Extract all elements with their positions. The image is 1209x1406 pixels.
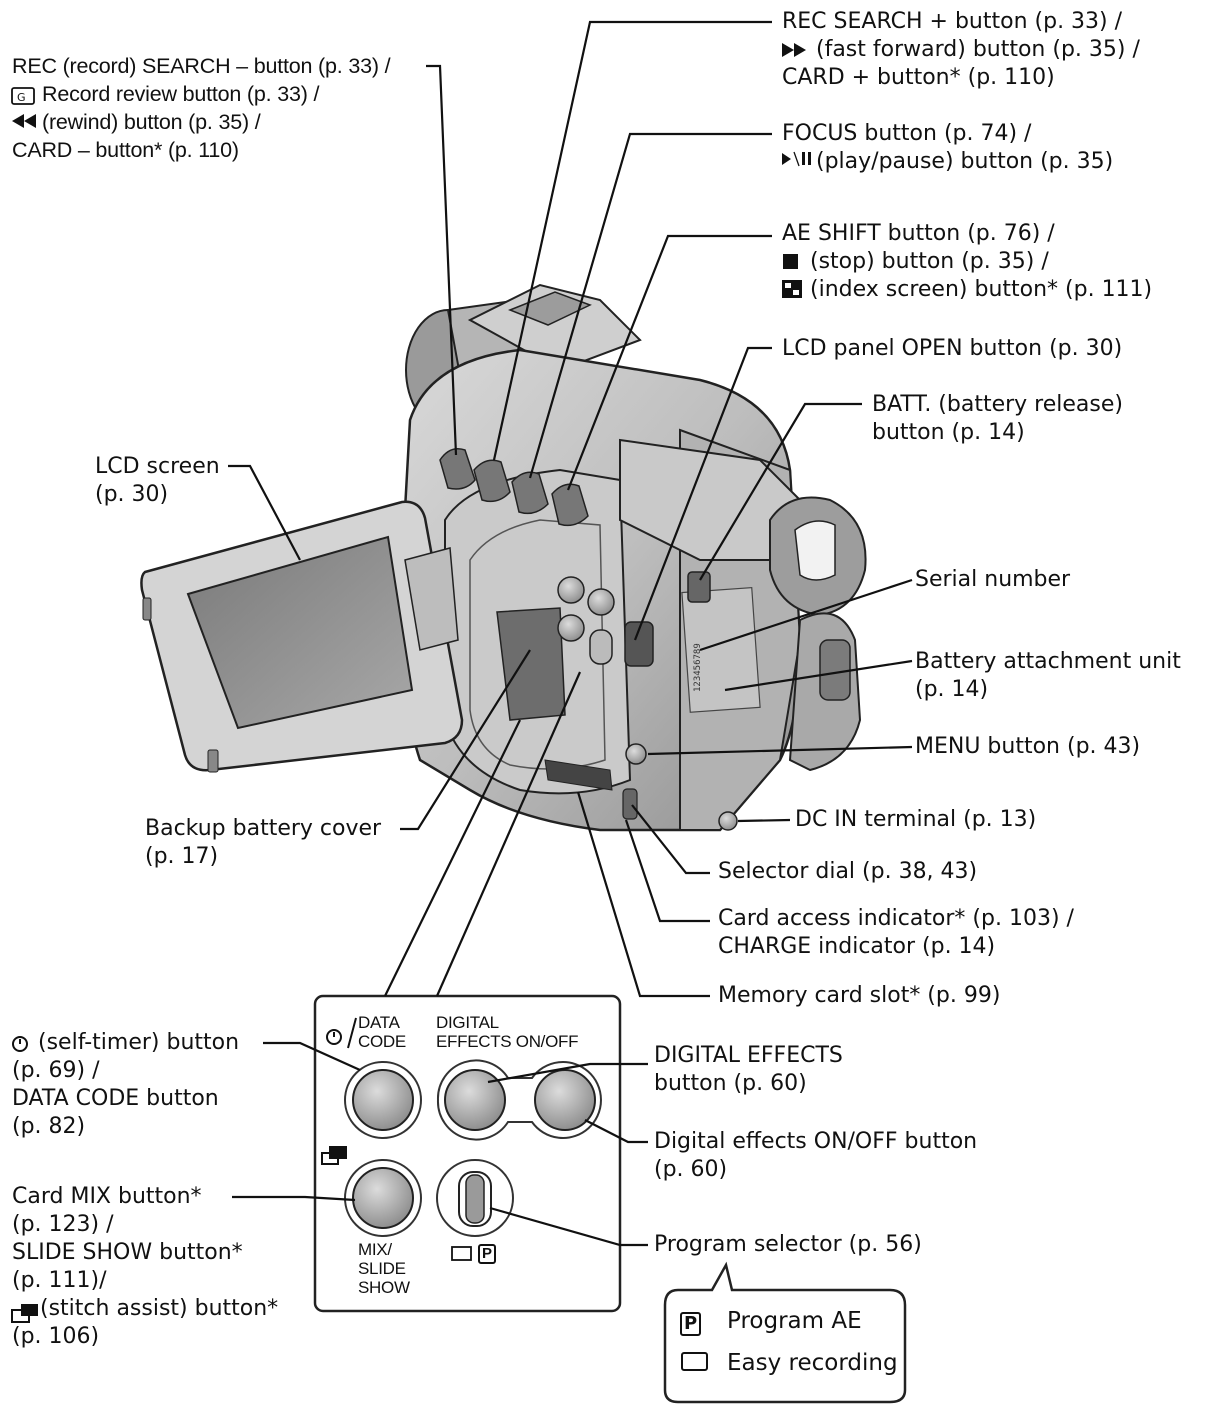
ae-shift-line-2: (stop) button (p. 35) / xyxy=(810,249,1049,274)
panel-p-key: P xyxy=(478,1243,496,1264)
panel-mix-line-1: MIX/ xyxy=(358,1240,392,1259)
card-access-label: Card access indicator* (p. 103) / CHARGE… xyxy=(718,905,1074,961)
card-mix-label: Card MIX button* (p. 123) / SLIDE SHOW b… xyxy=(12,1183,278,1351)
selector-dial-label: Selector dial (p. 38, 43) xyxy=(718,859,978,884)
rec-search-plus-label: REC SEARCH + button (p. 33) / (fast forw… xyxy=(782,8,1140,92)
batt-line-1: BATT. (battery release) xyxy=(872,392,1123,417)
dc-in-label: DC IN terminal (p. 13) xyxy=(795,807,1037,832)
de-onoff-line-1: Digital effects ON/OFF button xyxy=(654,1129,978,1154)
lcd-screen-label: LCD screen (p. 30) xyxy=(95,453,220,509)
card-mix-line-1: Card MIX button* xyxy=(12,1184,202,1209)
panel-digital-text: DIGITAL EFFECTS ON/OFF xyxy=(436,1013,578,1051)
rec-search-plus-line-1: REC SEARCH + button (p. 33) / xyxy=(782,9,1123,34)
rec-search-plus-line-2: (fast forward) button (p. 35) / xyxy=(816,37,1140,62)
focus-line-2: (play/pause) button (p. 35) xyxy=(816,149,1114,174)
lcd-screen-line-2: (p. 30) xyxy=(95,482,169,507)
self-timer-line-1: (self-timer) button xyxy=(38,1030,240,1055)
panel-data-code-text: DATA CODE xyxy=(358,1013,406,1051)
memory-slot-label: Memory card slot* (p. 99) xyxy=(718,983,1001,1008)
program-legend-box xyxy=(663,1261,907,1404)
battery-unit-line-2: (p. 14) xyxy=(915,677,989,702)
program-selector-label: Program selector (p. 56) xyxy=(654,1232,922,1257)
backup-battery-line-1: Backup battery cover xyxy=(145,816,382,841)
ae-shift-line-1: AE SHIFT button (p. 76) / xyxy=(782,221,1055,246)
legend-easy-recording-text: Easy recording xyxy=(727,1350,898,1376)
digital-effects-line-1: DIGITAL EFFECTS xyxy=(654,1043,843,1068)
battery-unit-line-1: Battery attachment unit xyxy=(915,649,1181,674)
rec-search-minus-line-4: CARD – button* (p. 110) xyxy=(12,138,239,162)
card-mix-line-3: SLIDE SHOW button* xyxy=(12,1240,243,1265)
self-timer-line-2: (p. 69) / xyxy=(12,1058,100,1083)
legend-p-keycap: P xyxy=(680,1312,702,1336)
rec-search-plus-line-3: CARD + button* (p. 110) xyxy=(782,65,1055,90)
de-onoff-line-2: (p. 60) xyxy=(654,1157,728,1182)
card-mix-line-6: (p. 106) xyxy=(12,1324,100,1349)
serial-number-label: Serial number xyxy=(915,567,1071,592)
focus-line-1: FOCUS button (p. 74) / xyxy=(782,121,1032,146)
self-timer-line-4: (p. 82) xyxy=(12,1114,86,1139)
label-icons: G xyxy=(11,43,811,1323)
panel-digital-line-1: DIGITAL xyxy=(436,1013,499,1032)
rec-search-minus-label: REC (record) SEARCH – button (p. 33) / R… xyxy=(12,52,391,164)
top-buttons xyxy=(439,448,589,527)
panel-data-line-1: DATA xyxy=(358,1013,400,1032)
lcd-screen-line-1: LCD screen xyxy=(95,454,220,479)
rec-search-minus-line-3: (rewind) button (p. 35) / xyxy=(42,110,261,134)
leader-lines xyxy=(228,20,913,1247)
rec-search-minus-line-1: REC (record) SEARCH – button (p. 33) / xyxy=(12,54,391,78)
panel-mix-text: MIX/ SLIDE SHOW xyxy=(358,1240,410,1297)
ae-shift-label: AE SHIFT button (p. 76) / (stop) button … xyxy=(782,220,1152,304)
menu-button-label: MENU button (p. 43) xyxy=(915,734,1141,759)
self-timer-line-3: DATA CODE button xyxy=(12,1086,219,1111)
digital-effects-label: DIGITAL EFFECTS button (p. 60) xyxy=(654,1042,843,1098)
backup-battery-line-2: (p. 17) xyxy=(145,844,219,869)
card-mix-line-5: (stitch assist) button* xyxy=(40,1296,279,1321)
rec-search-minus-line-2: Record review button (p. 33) / xyxy=(42,82,320,106)
panel-mix-line-2: SLIDE xyxy=(358,1259,406,1278)
panel-mix-line-3: SHOW xyxy=(358,1278,410,1297)
lcd-open-label: LCD panel OPEN button (p. 30) xyxy=(782,336,1123,361)
batt-line-2: button (p. 14) xyxy=(872,420,1025,445)
backup-battery-label: Backup battery cover (p. 17) xyxy=(145,815,381,871)
legend-program-ae-text: Program AE xyxy=(727,1308,862,1334)
button-panel xyxy=(313,994,622,1313)
de-onoff-label: Digital effects ON/OFF button (p. 60) xyxy=(654,1128,977,1184)
body-buttons xyxy=(557,571,738,831)
serial-number-print: 123456789 xyxy=(693,643,703,692)
legend-program-ae: P xyxy=(680,1309,702,1336)
panel-p-keycap: P xyxy=(478,1244,496,1264)
digital-effects-line-2: button (p. 60) xyxy=(654,1071,807,1096)
focus-label: FOCUS button (p. 74) / (play/pause) butt… xyxy=(782,120,1113,176)
battery-unit-label: Battery attachment unit (p. 14) xyxy=(915,648,1181,704)
viewfinder xyxy=(619,438,867,617)
panel-digital-line-2: EFFECTS ON/OFF xyxy=(436,1032,579,1051)
panel-data-line-2: CODE xyxy=(358,1032,406,1051)
self-timer-label: (self-timer) button (p. 69) / DATA CODE … xyxy=(12,1029,239,1141)
card-mix-line-2: (p. 123) / xyxy=(12,1212,114,1237)
batt-label: BATT. (battery release) button (p. 14) xyxy=(872,391,1123,447)
battery-side xyxy=(788,612,862,772)
card-access-line-1: Card access indicator* (p. 103) / xyxy=(718,906,1074,931)
card-access-line-2: CHARGE indicator (p. 14) xyxy=(718,934,996,959)
card-mix-line-4: (p. 111)/ xyxy=(12,1268,107,1293)
ae-shift-line-3: (index screen) button* (p. 111) xyxy=(810,277,1153,302)
lcd-panel xyxy=(140,500,464,773)
svg-text:G: G xyxy=(17,91,26,104)
